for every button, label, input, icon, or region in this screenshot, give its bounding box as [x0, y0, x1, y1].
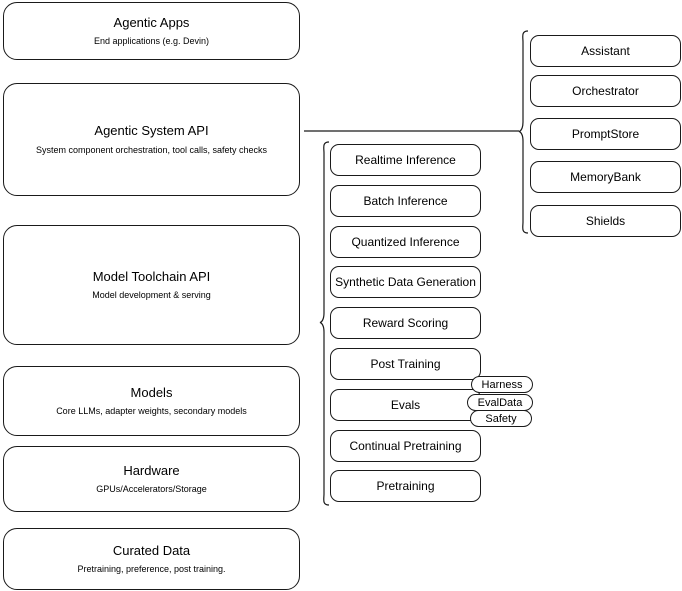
component-promptstore[interactable]: PromptStore	[530, 118, 681, 150]
layer-subtitle: End applications (e.g. Devin)	[93, 36, 210, 46]
capability-batch-inference[interactable]: Batch Inference	[330, 185, 481, 217]
layer-models[interactable]: Models Core LLMs, adapter weights, secon…	[3, 366, 300, 436]
capability-realtime-inference[interactable]: Realtime Inference	[330, 144, 481, 176]
capability-reward-scoring[interactable]: Reward Scoring	[330, 307, 481, 339]
component-assistant[interactable]: Assistant	[530, 35, 681, 67]
evals-badge-evaldata[interactable]: EvalData	[467, 394, 533, 411]
capability-pretraining[interactable]: Pretraining	[330, 470, 481, 502]
capability-post-training[interactable]: Post Training	[330, 348, 481, 380]
toolchain-capabilities-brace	[319, 141, 330, 506]
layer-curated-data[interactable]: Curated Data Pretraining, preference, po…	[3, 528, 300, 590]
agentic-system-components-brace	[518, 30, 529, 234]
layer-subtitle: Model development & serving	[92, 290, 211, 300]
layer-title: Curated Data	[112, 542, 191, 558]
layer-title: Models	[130, 384, 173, 400]
capability-evals[interactable]: Evals	[330, 389, 481, 421]
evals-badge-safety[interactable]: Safety	[470, 410, 532, 427]
layer-subtitle: System component orchestration, tool cal…	[35, 144, 268, 155]
layer-agentic-system-api[interactable]: Agentic System API System component orch…	[3, 83, 300, 196]
evals-badge-harness[interactable]: Harness	[471, 376, 533, 393]
component-shields[interactable]: Shields	[530, 205, 681, 237]
capability-continual-pretraining[interactable]: Continual Pretraining	[330, 430, 481, 462]
component-memorybank[interactable]: MemoryBank	[530, 161, 681, 193]
capability-quantized-inference[interactable]: Quantized Inference	[330, 226, 481, 258]
component-orchestrator[interactable]: Orchestrator	[530, 75, 681, 107]
layer-title: Model Toolchain API	[92, 268, 211, 284]
layer-subtitle: Core LLMs, adapter weights, secondary mo…	[56, 406, 247, 416]
layer-title: Agentic System API	[94, 123, 209, 139]
layer-subtitle: Pretraining, preference, post training.	[77, 564, 226, 574]
layer-agentic-apps[interactable]: Agentic Apps End applications (e.g. Devi…	[3, 2, 300, 60]
layer-model-toolchain-api[interactable]: Model Toolchain API Model development & …	[3, 225, 300, 345]
layer-title: Hardware	[123, 462, 180, 478]
layer-subtitle: GPUs/Accelerators/Storage	[96, 484, 207, 494]
layer-hardware[interactable]: Hardware GPUs/Accelerators/Storage	[3, 446, 300, 512]
capability-synthetic-data-generation[interactable]: Synthetic Data Generation	[330, 266, 481, 298]
layer-title: Agentic Apps	[113, 14, 190, 30]
